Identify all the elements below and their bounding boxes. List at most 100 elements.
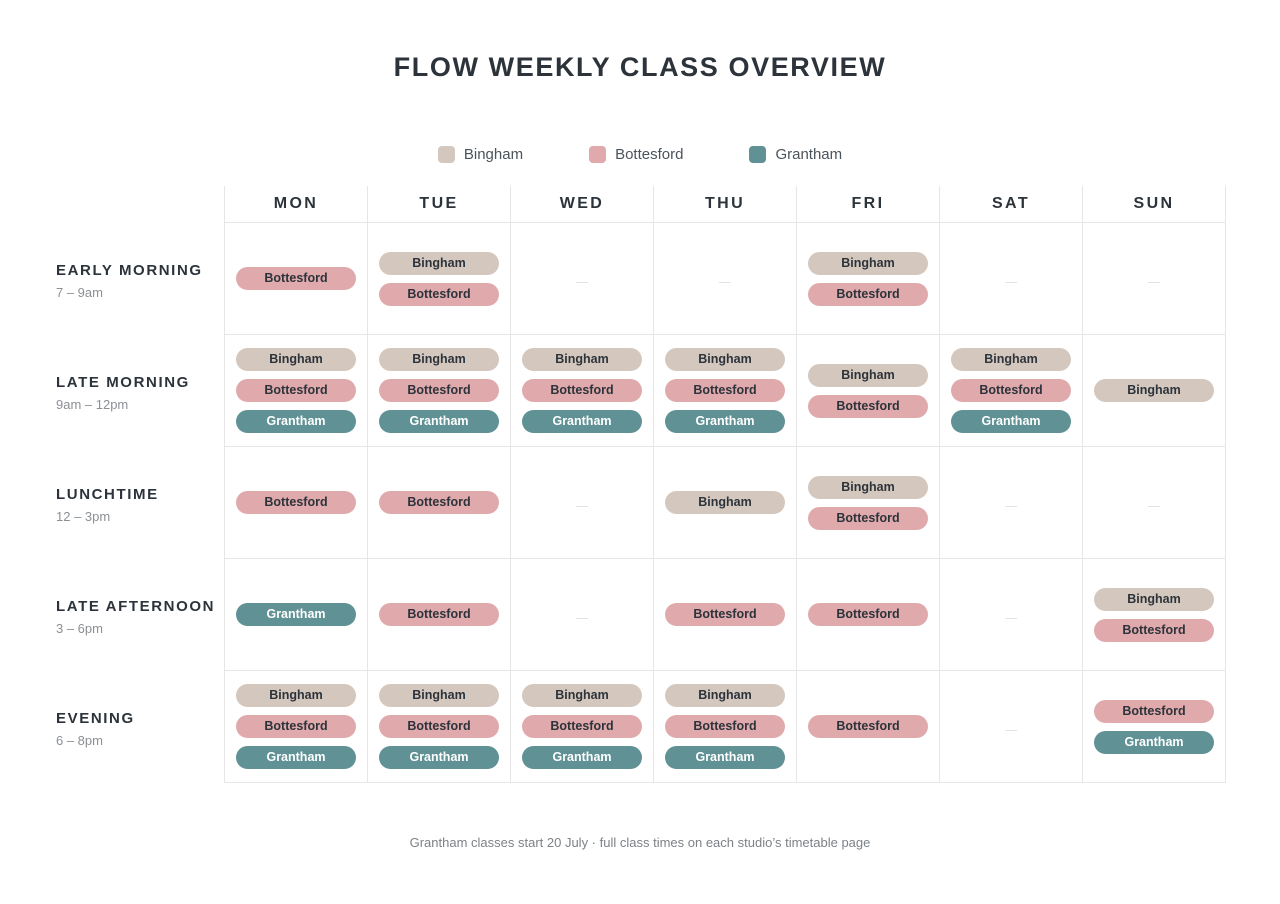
class-pill-bottesford: Bottesford: [522, 715, 642, 738]
class-stack: Bottesford: [654, 603, 796, 626]
schedule-cell: [510, 446, 654, 559]
class-pill-grantham: Grantham: [1094, 730, 1214, 754]
time-slot-name: LATE AFTERNOON: [56, 598, 216, 615]
time-slot-range: 3 – 6pm: [56, 621, 103, 636]
time-slot-label: EVENING 6 – 8pm: [56, 710, 221, 748]
schedule-cell: [1082, 446, 1226, 559]
class-pill-bottesford: Bottesford: [808, 715, 928, 738]
time-slot-name: EVENING: [56, 710, 135, 727]
schedule-cell: [510, 222, 654, 335]
day-header-mon: MON: [224, 186, 368, 223]
class-pill-bottesford: Bottesford: [808, 506, 928, 530]
class-stack: Bingham: [1083, 379, 1225, 402]
schedule-cell: [1082, 222, 1226, 335]
time-slot-label: LATE AFTERNOON 3 – 6pm: [56, 598, 221, 636]
class-pill-bottesford: Bottesford: [808, 282, 928, 306]
no-class-dash: [576, 617, 588, 619]
schedule-cell: [939, 670, 1083, 783]
legend-swatch: [437, 146, 455, 163]
class-pill-bingham: Bingham: [665, 491, 785, 514]
class-pill-grantham: Grantham: [236, 603, 356, 626]
class-pill-bingham: Bingham: [665, 684, 785, 707]
class-pill-grantham: Grantham: [236, 410, 356, 433]
class-pill-grantham: Grantham: [951, 410, 1071, 433]
schedule-cell: [939, 446, 1083, 559]
class-stack: Grantham: [225, 603, 367, 626]
class-pill-bottesford: Bottesford: [665, 715, 785, 738]
schedule-cell: [939, 558, 1083, 671]
day-header-sun: SUN: [1082, 186, 1226, 223]
day-header-sat: SAT: [939, 186, 1083, 223]
class-pill-grantham: Grantham: [665, 746, 785, 769]
no-class-dash: [576, 505, 588, 507]
no-class-dash: [719, 281, 731, 283]
schedule-cell: [510, 558, 654, 671]
class-pill-bingham: Bingham: [808, 363, 928, 387]
class-pill-grantham: Grantham: [236, 746, 356, 769]
class-stack: Bottesford: [368, 491, 510, 514]
class-stack: Bingham: [654, 491, 796, 514]
no-class-dash: [1005, 505, 1017, 507]
class-stack: Bottesford: [225, 491, 367, 514]
class-pill-bottesford: Bottesford: [236, 715, 356, 738]
time-slot-name: EARLY MORNING: [56, 262, 203, 279]
class-pill-bottesford: Bottesford: [951, 379, 1071, 402]
day-header-fri: FRI: [796, 186, 940, 223]
class-pill-bingham: Bingham: [808, 251, 928, 275]
no-class-dash: [1005, 281, 1017, 283]
class-pill-bingham: Bingham: [236, 348, 356, 371]
class-stack: Bottesford: [797, 603, 939, 626]
class-pill-bottesford: Bottesford: [236, 379, 356, 402]
class-pill-bottesford: Bottesford: [665, 379, 785, 402]
legend-label: Bingham: [463, 146, 524, 163]
time-slot-range: 9am – 12pm: [56, 397, 129, 412]
class-pill-bingham: Bingham: [522, 348, 642, 371]
class-pill-bingham: Bingham: [236, 684, 356, 707]
class-stack: Bottesford: [368, 603, 510, 626]
class-pill-bottesford: Bottesford: [522, 379, 642, 402]
class-pill-bingham: Bingham: [379, 684, 499, 707]
legend-label: Grantham: [775, 146, 843, 163]
schedule-cell: Bottesford: [224, 222, 368, 335]
time-slot-range: 6 – 8pm: [56, 733, 103, 748]
schedule-cell: Bottesford: [796, 670, 940, 783]
class-pill-bingham: Bingham: [379, 348, 499, 371]
class-pill-bottesford: Bottesford: [379, 379, 499, 402]
no-class-dash: [1005, 729, 1017, 731]
footnote: Grantham classes start 20 July · full cl…: [409, 835, 871, 850]
class-pill-grantham: Grantham: [379, 746, 499, 769]
schedule-cell: Bingham: [653, 446, 797, 559]
schedule-cell: Bingham: [1082, 334, 1226, 447]
